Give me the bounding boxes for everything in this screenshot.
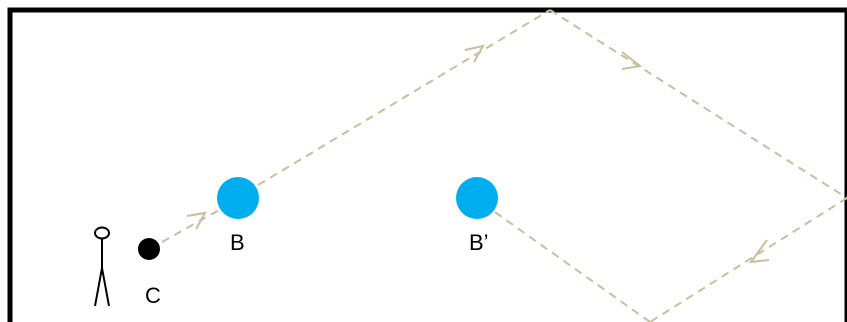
mirror-ball-label: B’ <box>469 230 489 255</box>
target-ball <box>217 177 259 219</box>
cue-ball <box>138 238 160 260</box>
path-segment-cue-to-target <box>161 204 229 243</box>
path-segment-right-to-bottom <box>649 197 847 322</box>
target-ball-label: B <box>230 230 245 255</box>
cue-ball-label: C <box>145 283 161 308</box>
path-segment-target-to-top-rail <box>257 9 551 186</box>
arrow-icon <box>621 51 643 70</box>
path-segment-bottom-to-mirror <box>491 209 651 322</box>
arrow-icon <box>748 239 770 264</box>
player-icon <box>94 226 110 307</box>
arrow-icon <box>464 44 485 63</box>
path-arrows <box>186 44 770 264</box>
arrow-icon <box>186 211 207 230</box>
mirror-ball <box>456 177 498 219</box>
path-segment-top-to-right-rail <box>549 9 847 199</box>
ball-path <box>161 9 847 322</box>
table-border <box>7 7 847 322</box>
